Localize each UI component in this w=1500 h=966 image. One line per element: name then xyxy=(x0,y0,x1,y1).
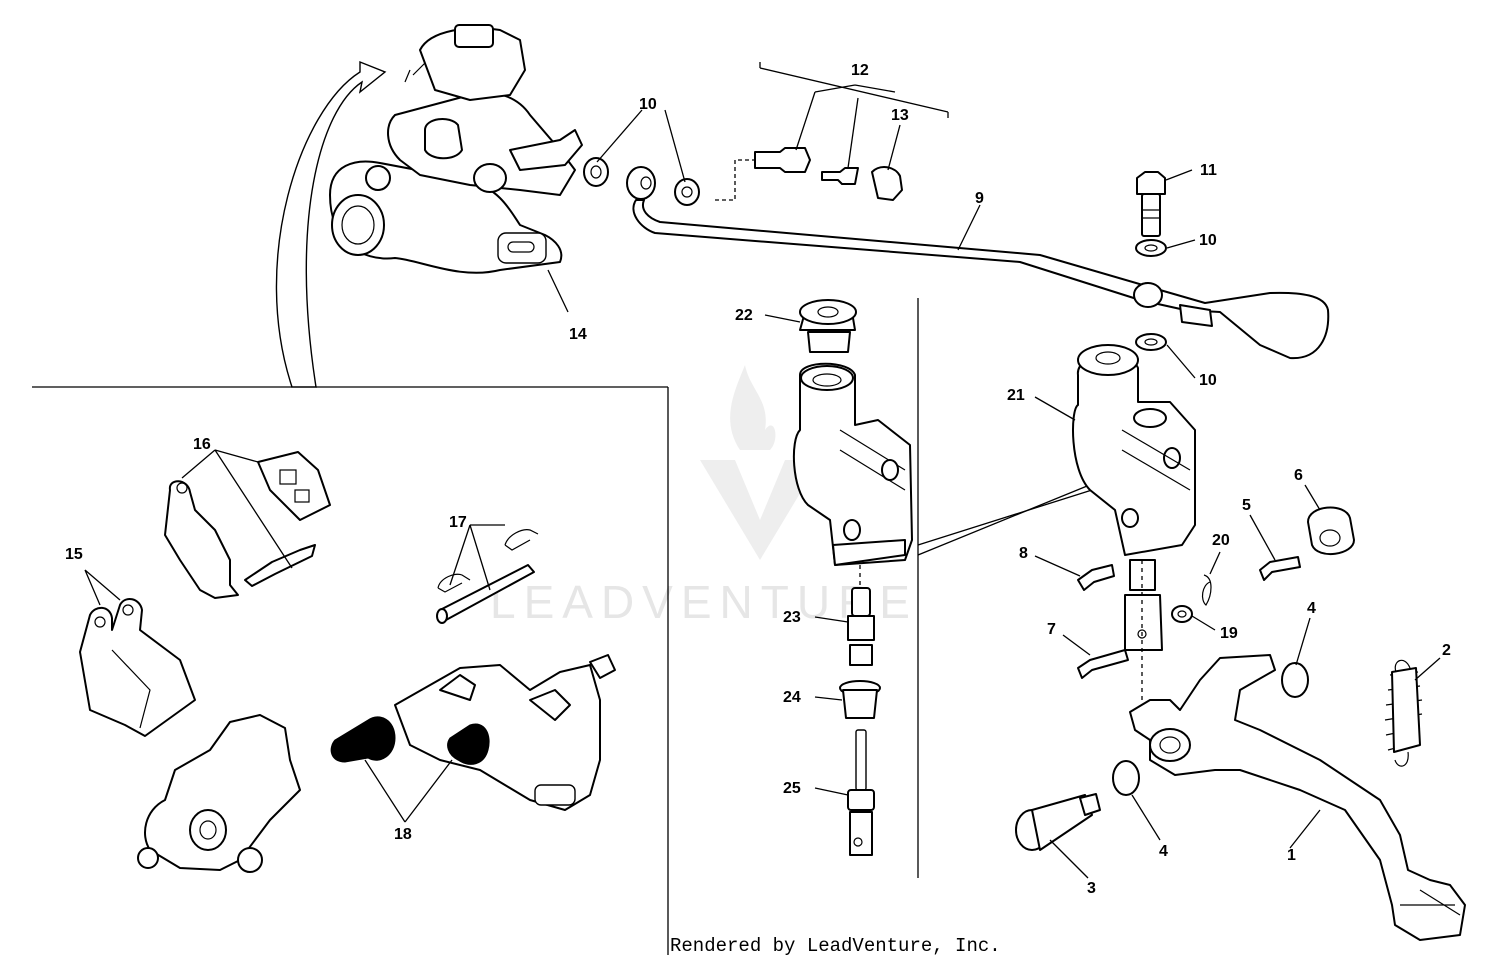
inset-frame xyxy=(32,298,1093,955)
callout-12: 12 xyxy=(851,62,869,79)
callout-24: 24 xyxy=(783,689,801,706)
callout-16: 16 xyxy=(193,436,211,453)
callout-4: 4 xyxy=(1159,843,1168,860)
rear-brake-caliper xyxy=(329,24,583,274)
callout-9: 9 xyxy=(975,190,984,207)
footer-credit: Rendered by LeadVenture, Inc. xyxy=(670,935,1001,957)
clip-and-washer xyxy=(1171,574,1212,623)
callout-23: 23 xyxy=(783,609,801,626)
pad-pin-and-clips xyxy=(436,529,539,624)
callout-10: 10 xyxy=(1199,372,1217,389)
callout-13: 13 xyxy=(891,107,909,124)
spacer xyxy=(1307,506,1355,556)
inset-caliper xyxy=(137,654,616,873)
callout-15: 15 xyxy=(65,546,83,563)
watermark-logo-icon xyxy=(700,460,820,560)
bolts xyxy=(1077,556,1301,679)
brake-pedal xyxy=(1129,654,1466,941)
callout-11: 11 xyxy=(1200,162,1217,179)
pad-springs xyxy=(164,451,331,599)
callout-8: 8 xyxy=(1019,545,1028,562)
callout-5: 5 xyxy=(1242,497,1251,514)
callout-6: 6 xyxy=(1294,467,1303,484)
master-cylinder-exploded xyxy=(792,299,913,856)
banjo-bolt xyxy=(1135,171,1167,351)
callout-1: 1 xyxy=(1287,847,1296,864)
brake-hose-fittings xyxy=(583,147,903,206)
callout-22: 22 xyxy=(735,307,753,324)
reference-arrow xyxy=(275,60,387,388)
pivot-bolt xyxy=(1015,793,1101,851)
callouts: 1 2 3 4 4 5 6 7 8 9 10 10 10 11 12 13 14… xyxy=(65,62,1451,897)
brake-pads xyxy=(79,598,196,737)
callout-10: 10 xyxy=(639,96,657,113)
watermark-text: LEADVENTURE xyxy=(490,576,918,628)
master-cylinder-assembled xyxy=(1072,344,1196,651)
brake-hose xyxy=(632,199,1330,360)
caliper-pistons xyxy=(330,716,490,765)
watermark-flame-icon xyxy=(730,365,776,450)
return-spring xyxy=(1384,659,1423,767)
callout-19: 19 xyxy=(1220,625,1238,642)
callout-25: 25 xyxy=(783,780,801,797)
callout-3: 3 xyxy=(1087,880,1096,897)
callout-17: 17 xyxy=(449,514,467,531)
watermark: LEADVENTURE xyxy=(490,365,918,628)
callout-18: 18 xyxy=(394,826,412,843)
leader-lines xyxy=(84,62,1441,879)
callout-10: 10 xyxy=(1199,232,1217,249)
callout-4: 4 xyxy=(1307,600,1316,617)
callout-20: 20 xyxy=(1212,532,1230,549)
callout-7: 7 xyxy=(1047,621,1056,638)
callout-14: 14 xyxy=(569,326,587,343)
callout-21: 21 xyxy=(1007,387,1025,404)
o-rings xyxy=(1112,662,1309,796)
callout-2: 2 xyxy=(1442,642,1451,659)
